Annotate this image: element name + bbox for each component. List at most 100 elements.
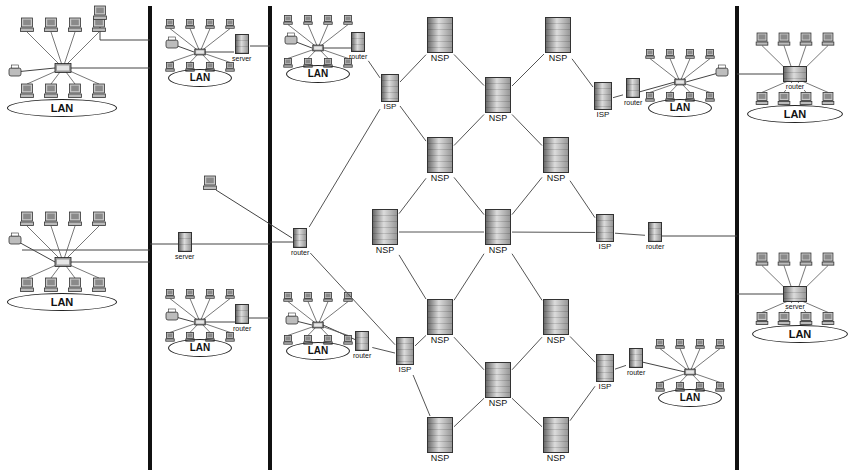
- lan-cable: [170, 299, 200, 322]
- printer-icon: [166, 40, 178, 48]
- server-icon: [626, 78, 640, 98]
- computer-monitor: [206, 290, 213, 296]
- computer-screen: [47, 280, 55, 286]
- lan-cable: [51, 32, 63, 68]
- lan-cable: [190, 29, 200, 52]
- computer-monitor: [166, 20, 173, 26]
- hub-face: [314, 323, 322, 326]
- computer-screen: [803, 254, 810, 259]
- server-icon: [372, 209, 398, 245]
- computer-monitor: [206, 20, 213, 26]
- wire: [150, 244, 270, 245]
- printer-paper: [288, 33, 295, 36]
- computer-monitor: [696, 340, 703, 346]
- lan-cable: [170, 29, 200, 52]
- computer-screen: [228, 63, 233, 67]
- computer-monitor: [166, 332, 173, 338]
- nsp-server: NSP: [427, 299, 453, 345]
- wire: [661, 236, 737, 237]
- computer-monitor: [801, 253, 811, 261]
- computer-screen: [23, 20, 31, 26]
- computer-screen: [228, 333, 233, 337]
- node-label: NSP: [489, 399, 508, 408]
- network-link: [310, 253, 395, 345]
- computer-screen: [781, 254, 788, 259]
- node-label: NSP: [431, 54, 450, 63]
- network-link: [512, 337, 542, 370]
- lan-cable: [308, 302, 318, 325]
- computer-monitor: [46, 212, 57, 221]
- node-label: LAN: [782, 109, 809, 120]
- network-link: [512, 177, 542, 214]
- computer-base: [344, 342, 352, 344]
- lan-cable: [63, 226, 99, 262]
- computer-base: [166, 339, 174, 341]
- computer-monitor: [696, 382, 703, 388]
- computer-monitor: [284, 335, 291, 341]
- node-label: NSP: [376, 246, 395, 255]
- computer-screen: [678, 341, 683, 345]
- computer-monitor: [70, 18, 81, 27]
- computer-base: [778, 42, 790, 45]
- wire: [100, 22, 150, 40]
- computer-screen: [781, 314, 788, 319]
- computer-monitor: [22, 84, 33, 93]
- lan-ellipse: LAN: [752, 325, 848, 343]
- computer-base: [646, 99, 654, 101]
- computer-monitor: [779, 253, 789, 261]
- computer-monitor: [324, 335, 331, 341]
- computer-monitor: [757, 92, 767, 100]
- computer-screen: [781, 34, 788, 39]
- lan-cable: [690, 349, 720, 372]
- computer-base: [822, 262, 834, 265]
- computer-base: [93, 288, 106, 292]
- computer-monitor: [801, 92, 811, 100]
- computer-base: [204, 186, 217, 190]
- computer-screen: [47, 214, 55, 220]
- computer-monitor: [716, 340, 723, 346]
- network-link: [415, 335, 426, 346]
- server-icon: [596, 354, 614, 382]
- node-label: ISP: [399, 366, 412, 374]
- computer-screen: [658, 383, 663, 387]
- computer-monitor: [226, 332, 233, 338]
- lan-ellipse: LAN: [286, 65, 350, 83]
- wire: [205, 52, 234, 53]
- node-label: LAN: [188, 343, 213, 353]
- computer-monitor: [324, 58, 331, 64]
- computer-screen: [208, 291, 213, 295]
- computer-base: [69, 288, 82, 292]
- node-label: router: [785, 83, 805, 90]
- computer-monitor: [70, 212, 81, 221]
- computer-monitor: [676, 340, 683, 346]
- network-link: [572, 59, 593, 87]
- computer-monitor: [676, 382, 683, 388]
- computer-base: [324, 299, 332, 301]
- computer-monitor: [206, 62, 213, 68]
- hub-face: [57, 66, 69, 71]
- computer-monitor: [706, 50, 713, 56]
- node-label: LAN: [188, 73, 213, 83]
- server-icon: [427, 17, 453, 53]
- computer-screen: [306, 294, 311, 298]
- computer-monitor: [801, 312, 811, 320]
- printer-icon: [285, 36, 297, 44]
- computer-monitor: [46, 18, 57, 27]
- computer-monitor: [46, 84, 57, 93]
- server-icon: [381, 74, 399, 102]
- computer-screen: [188, 333, 193, 337]
- computer-screen: [678, 383, 683, 387]
- server-icon: [351, 32, 365, 52]
- computer-screen: [188, 21, 193, 25]
- computer-monitor: [70, 278, 81, 287]
- lan-cable: [318, 25, 348, 48]
- wire: [71, 68, 150, 69]
- nsp-server: NSP: [543, 417, 569, 463]
- server-icon: [355, 331, 369, 351]
- node-label: router: [646, 243, 664, 250]
- computer-base: [226, 69, 234, 71]
- lan-ellipse: LAN: [7, 293, 117, 311]
- network-link: [512, 232, 595, 233]
- wire: [737, 74, 784, 75]
